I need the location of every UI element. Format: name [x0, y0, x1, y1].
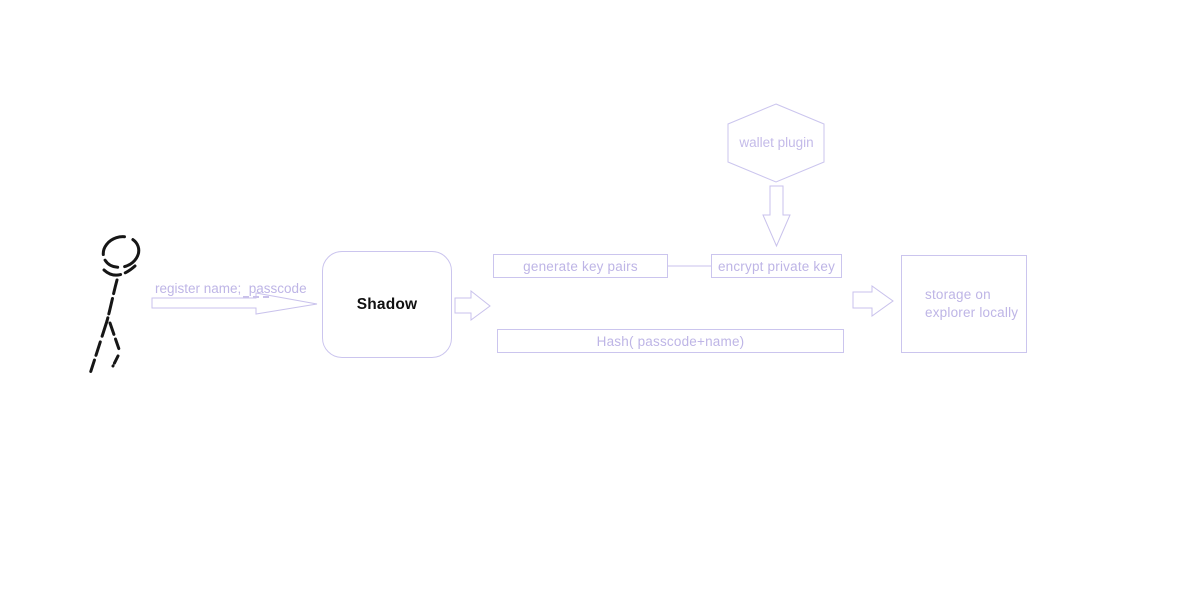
register-arrow-icon	[151, 292, 318, 315]
shadow-to-keys-arrow-icon	[454, 289, 491, 321]
to-storage-arrow-icon	[852, 285, 894, 317]
storage-node-label-line2: explorer locally	[925, 305, 1019, 320]
register-credentials-label: register name; passcode	[155, 281, 307, 296]
stick-figure-icon	[87, 235, 141, 379]
encrypt-private-key-node: encrypt private key	[711, 254, 842, 278]
hash-node: Hash( passcode+name)	[497, 329, 844, 353]
hash-node-label: Hash( passcode+name)	[596, 333, 745, 349]
generate-key-pairs-label: generate key pairs	[523, 258, 638, 274]
shadow-node: Shadow	[322, 251, 452, 358]
shadow-node-label: Shadow	[356, 295, 418, 313]
storage-node-label-line1: storage on	[925, 287, 991, 302]
generate-key-pairs-node: generate key pairs	[493, 254, 668, 278]
wallet-down-arrow-icon	[762, 185, 791, 248]
encrypt-private-key-label: encrypt private key	[717, 258, 836, 274]
wallet-plugin-label: wallet plugin	[739, 135, 814, 150]
spellcheck-underline	[243, 289, 269, 298]
wallet-hexagon	[727, 103, 825, 183]
storage-node: storage on explorer locally	[901, 255, 1027, 353]
